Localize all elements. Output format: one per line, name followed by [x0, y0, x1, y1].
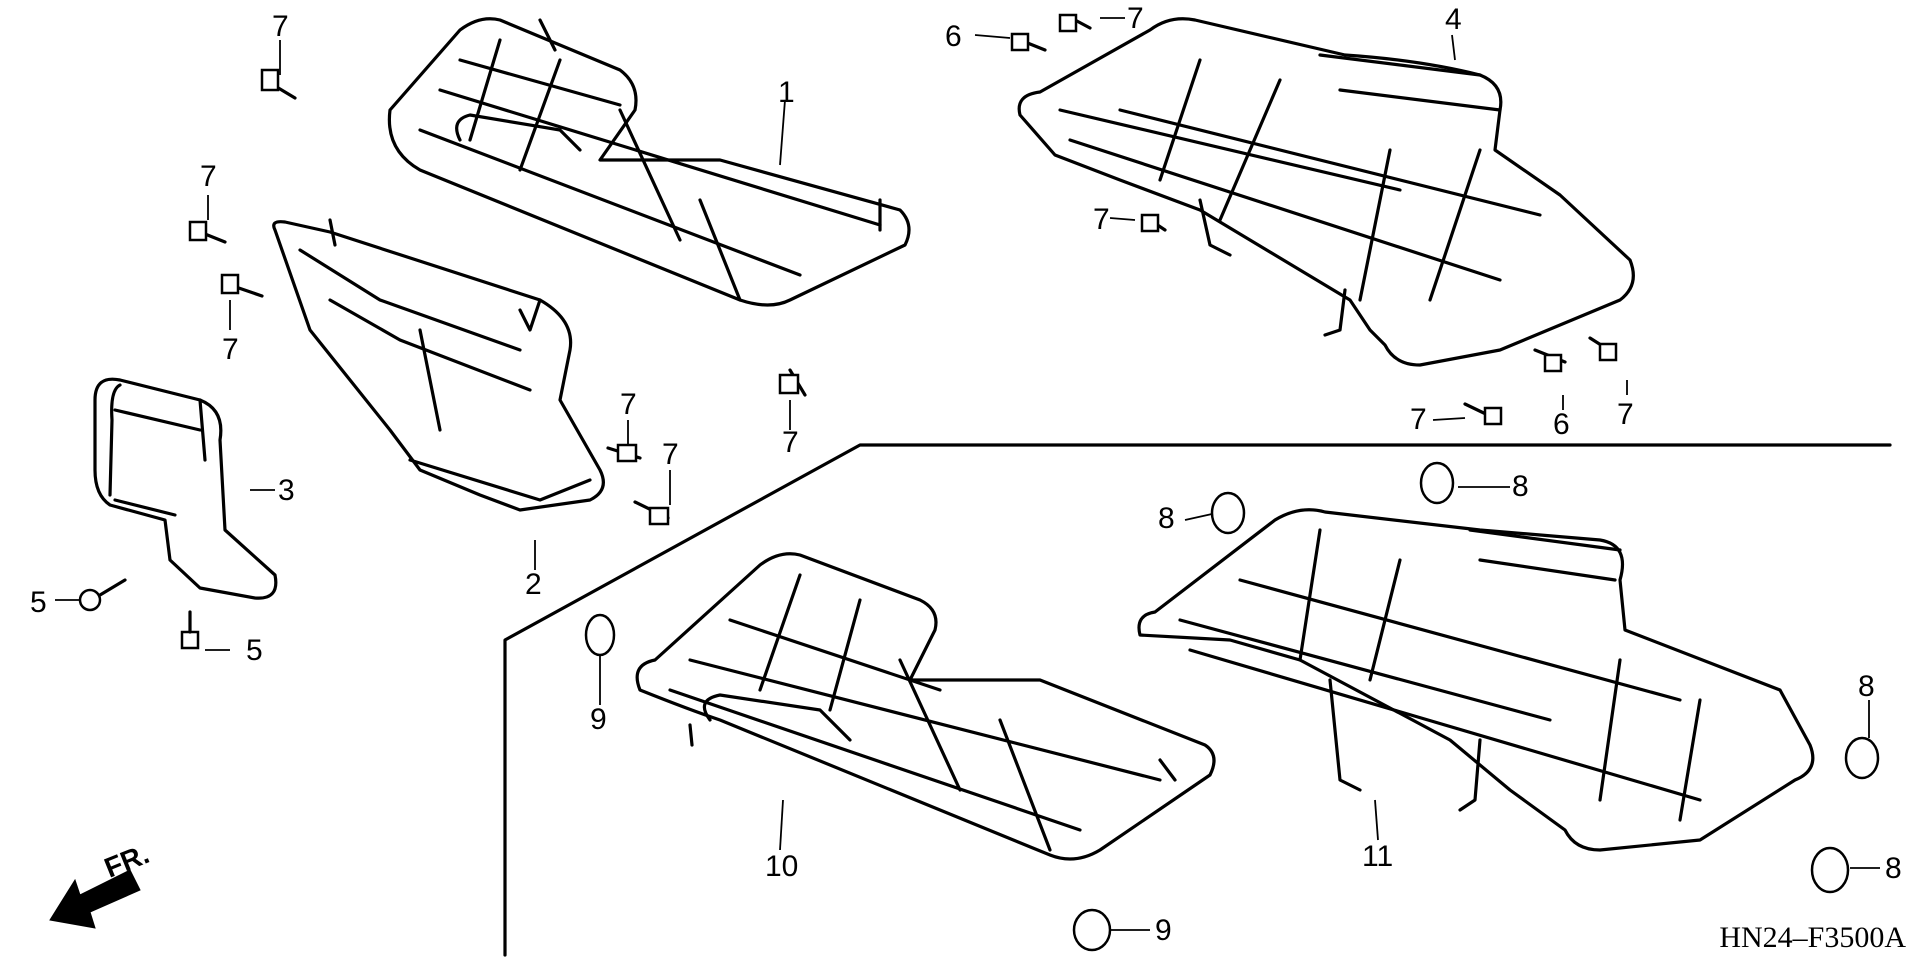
callout-7: 7 [1127, 2, 1144, 35]
front-carrier-lower[interactable] [635, 552, 1216, 861]
front-carrier[interactable] [387, 17, 911, 307]
callout-1: 1 [778, 76, 795, 109]
rear-carrier[interactable] [1017, 17, 1635, 367]
callout-7: 7 [222, 333, 239, 366]
callout-2: 2 [525, 568, 542, 601]
callout-3: 3 [278, 474, 295, 507]
callout-9: 9 [1155, 914, 1172, 947]
callout-7: 7 [200, 160, 217, 193]
callout-8: 8 [1158, 502, 1175, 535]
callout-8: 8 [1512, 470, 1529, 503]
callout-11: 11 [1362, 840, 1394, 873]
callout-6: 6 [945, 20, 962, 53]
front-arrow-icon [49, 869, 141, 929]
callout-8: 8 [1885, 852, 1902, 885]
diagram-code: HN24–F3500A [1719, 921, 1906, 954]
callout-7: 7 [1410, 403, 1427, 436]
callout-7: 7 [272, 10, 289, 43]
callout-4: 4 [1445, 3, 1462, 36]
front-skid-plate[interactable] [272, 218, 605, 512]
callout-7: 7 [620, 388, 637, 421]
front-bumper-guard[interactable] [93, 377, 278, 600]
rear-carrier-lower[interactable] [1137, 508, 1815, 852]
leader-lines [55, 17, 1880, 931]
callout-5: 5 [246, 634, 263, 667]
callout-7: 7 [1093, 203, 1110, 236]
callout-10: 10 [765, 850, 799, 883]
group-divider-line [503, 443, 1892, 957]
callout-8: 8 [1858, 670, 1875, 703]
bolt-group [78, 13, 1618, 650]
callout-7: 7 [662, 438, 679, 471]
callout-5: 5 [30, 586, 47, 619]
callout-7: 7 [1617, 398, 1634, 431]
callout-9: 9 [590, 703, 607, 736]
callout-6: 6 [1553, 408, 1570, 441]
callout-7: 7 [782, 426, 799, 459]
